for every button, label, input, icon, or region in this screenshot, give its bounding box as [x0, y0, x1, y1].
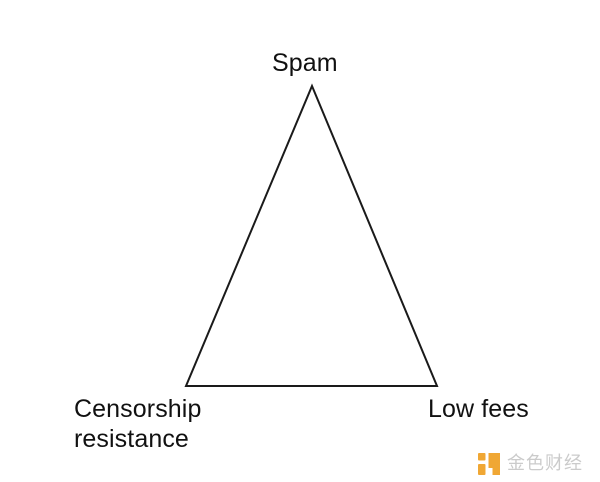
jinse-logo-icon — [478, 453, 500, 475]
watermark-text: 金色财经 — [507, 453, 583, 474]
vertex-label-low-fees: Low fees — [428, 395, 529, 423]
vertex-label-spam: Spam — [272, 49, 338, 77]
triangle-outline — [184, 83, 439, 387]
vertex-label-censorship-resistance: Censorship resistance — [74, 395, 202, 453]
watermark: 金色财经 — [478, 453, 583, 475]
